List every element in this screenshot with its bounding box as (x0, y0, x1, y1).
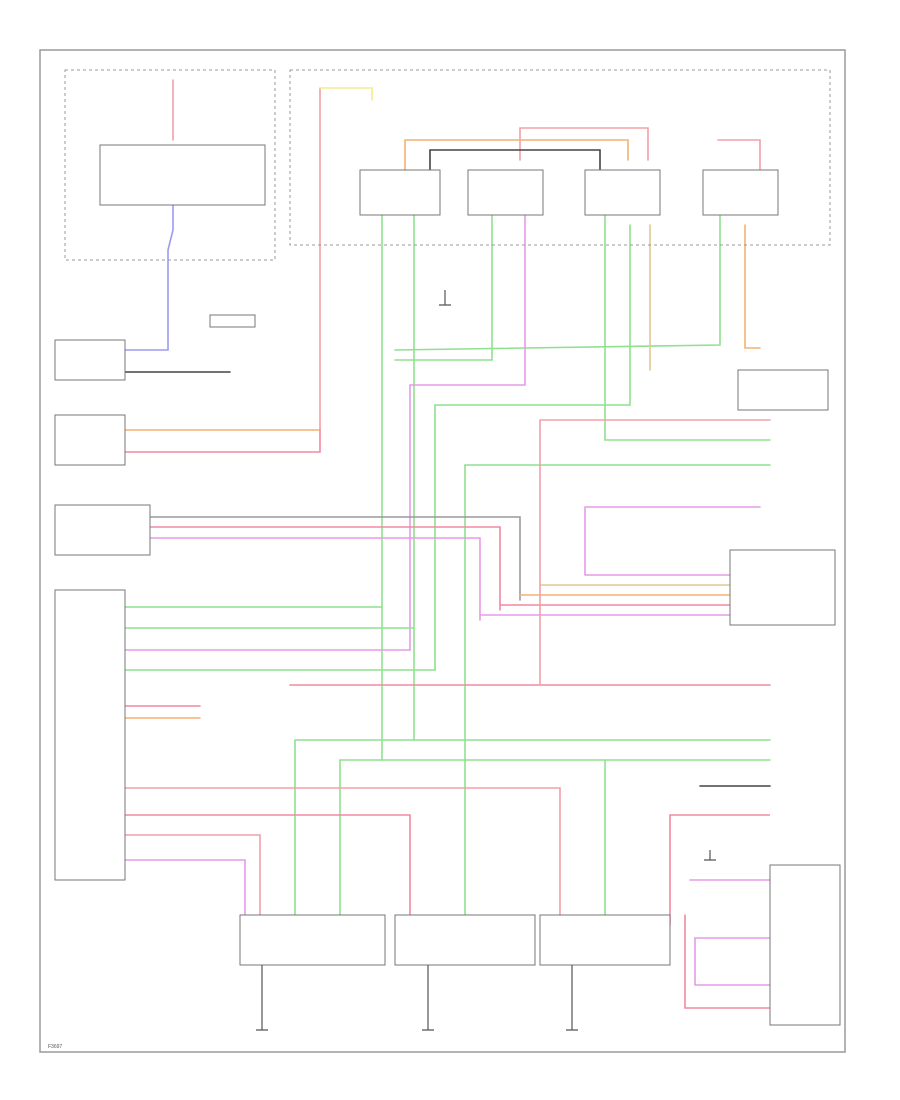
wire-blue-switch (124, 204, 174, 351)
headlamp-switch (54, 339, 126, 381)
wire-green-5 (394, 214, 721, 351)
lower-module-3 (539, 914, 671, 966)
wire-violet-ecm-3 (149, 537, 481, 621)
right-lower-module (769, 864, 841, 1026)
lower-module-2 (394, 914, 536, 966)
wire-red-low-3 (124, 834, 261, 916)
wire-layer (124, 79, 771, 1009)
module-top-1 (359, 169, 441, 216)
wire-violet-right-low-4 (694, 937, 771, 986)
wire-pink-right-low-3 (684, 914, 771, 1009)
right-upper-module (737, 369, 829, 411)
module-top-4 (702, 169, 779, 216)
fuse-block-left (64, 69, 276, 261)
wire-pink-low-2 (124, 814, 411, 916)
ground-symbol-5 (704, 850, 716, 861)
wire-pink-ecm-2 (149, 526, 501, 611)
ground-layer (256, 290, 716, 1031)
wire-green-low-1 (294, 739, 771, 916)
fuse-block-top (289, 69, 831, 246)
lower-module-1 (239, 914, 386, 966)
body-control-module (54, 589, 126, 881)
wire-violet-stack-5 (584, 506, 761, 576)
component-layer (54, 69, 841, 1026)
wire-violet-top (409, 214, 526, 651)
ground-symbol-1 (256, 965, 268, 1031)
switch-box-left (99, 144, 266, 206)
ground-symbol-2 (422, 965, 434, 1031)
module-top-2 (467, 169, 544, 216)
wire-black-top (429, 149, 601, 171)
wire-violet-low-4 (124, 859, 246, 916)
left-module (54, 414, 126, 466)
wire-gray-ecm-1 (149, 516, 521, 601)
diagram-code: F3697 (48, 1044, 62, 1050)
module-top-3 (584, 169, 661, 216)
wire-green-low-2 (339, 759, 771, 916)
wire-red-right-module (717, 139, 761, 171)
wire-green-3 (394, 214, 493, 361)
ground-symbol-3 (566, 965, 578, 1031)
ground-symbol-4 (439, 290, 451, 306)
right-connector-stack (729, 549, 836, 626)
wire-red-vertical (539, 419, 771, 686)
wire-green-4 (604, 214, 771, 441)
wire-pink-left-module (124, 429, 321, 453)
wire-orange-right (744, 224, 761, 349)
engine-control-module (54, 504, 151, 556)
wire-pink-right-low-1 (669, 814, 770, 926)
relay-connector (209, 314, 256, 328)
wire-yellow-top (319, 87, 373, 101)
diagram-frame (39, 49, 846, 1053)
wire-red-low-1 (124, 787, 561, 916)
wire-red-top-bus (519, 127, 649, 161)
wire-orange-top-bus (404, 139, 629, 171)
